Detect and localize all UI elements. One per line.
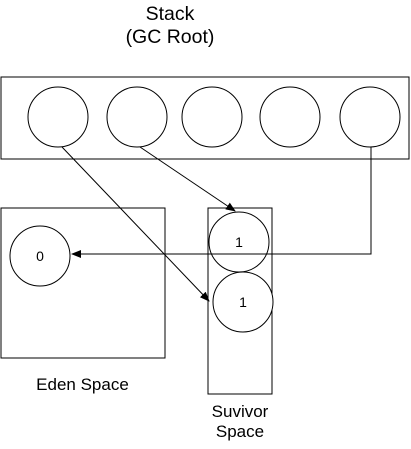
reference-arrow-slot1-to-survivor2 xyxy=(61,146,210,302)
eden-object-value: 0 xyxy=(36,248,44,264)
stack-slot-1 xyxy=(27,86,89,148)
eden-object xyxy=(9,225,71,287)
survivor-object-2 xyxy=(212,271,274,333)
survivor-object-2-value: 1 xyxy=(239,294,247,310)
stack-title: Stack (GC Root) xyxy=(105,3,235,50)
stack-slot-3 xyxy=(181,86,243,148)
survivor-space-label: Suvivor Space xyxy=(190,402,290,443)
stack-slot-2 xyxy=(106,86,168,148)
survivor-label-line1: Suvivor xyxy=(211,402,269,421)
survivor-object-1-value: 1 xyxy=(235,234,243,250)
stack-slot-5 xyxy=(339,86,401,148)
stack-title-line2: (GC Root) xyxy=(125,26,215,49)
eden-space-label: Eden Space xyxy=(36,375,129,394)
reference-arrow-slot5-to-eden-object xyxy=(71,147,372,258)
stack-slot-4 xyxy=(259,86,321,148)
reference-arrow-slot2-to-survivor1 xyxy=(139,146,236,212)
stack-title-line1: Stack xyxy=(145,3,195,25)
survivor-label-line2: Space xyxy=(215,422,265,442)
